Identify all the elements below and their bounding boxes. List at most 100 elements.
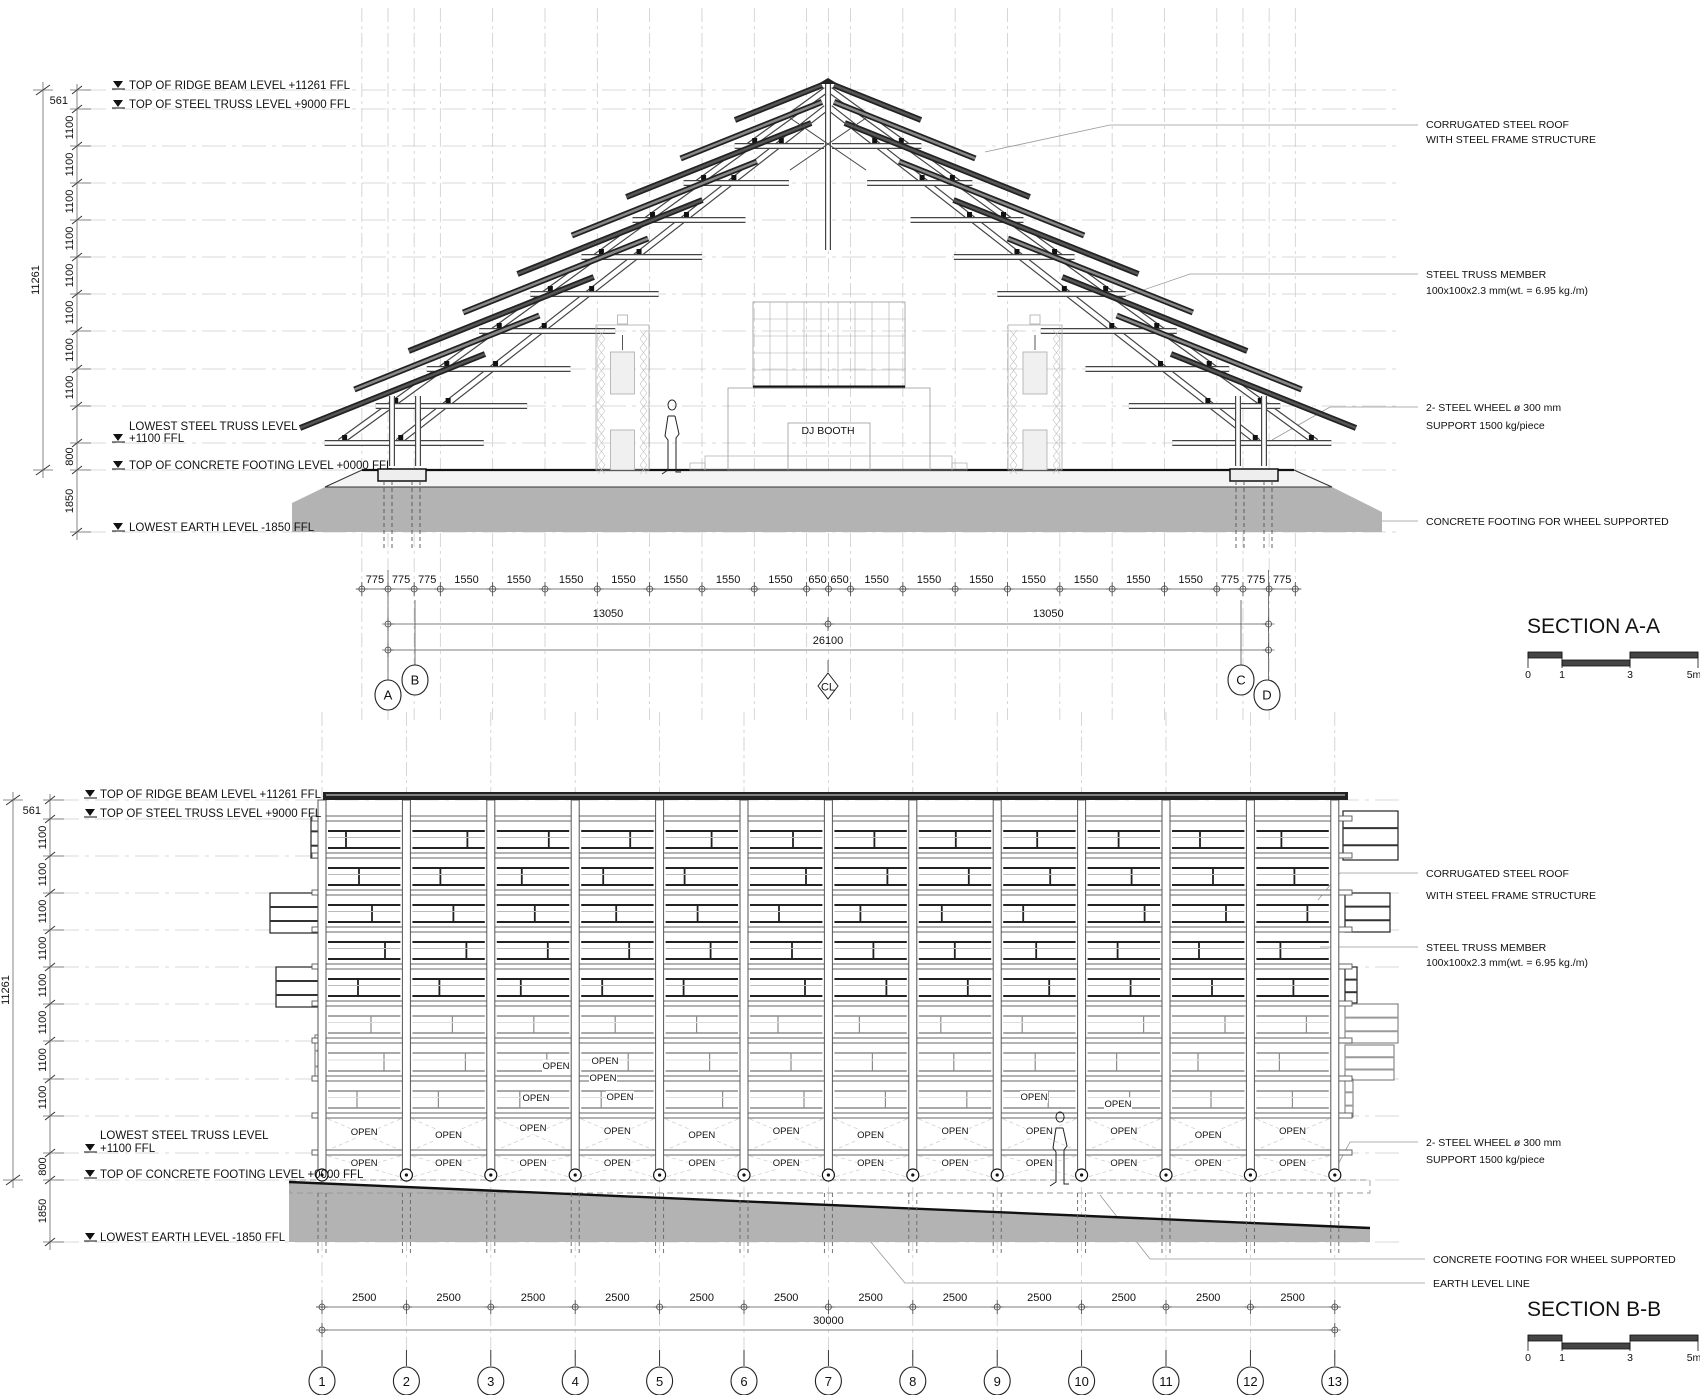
open-bay-brace <box>918 1118 992 1151</box>
tower-lattice <box>597 428 606 439</box>
tower-lattice <box>597 455 606 466</box>
corrugated-roof-panel-inner <box>517 198 703 276</box>
corrugated-roof-panel-inner <box>625 121 812 199</box>
truss-connector <box>752 138 758 143</box>
tower-lattice <box>597 446 606 457</box>
grid-bubble <box>374 679 402 711</box>
grid-bubble <box>401 664 429 696</box>
tower-lattice <box>597 464 606 475</box>
open-bay-label: OPEN <box>604 1126 631 1137</box>
open-label-bg <box>522 1092 550 1104</box>
open-bay-label: OPEN <box>1110 1126 1137 1137</box>
scale-segment <box>1629 651 1699 659</box>
wheel-hub <box>826 1173 831 1177</box>
level-marker-icon <box>85 1144 95 1151</box>
vertical-dimension-step: 1100 <box>64 153 76 177</box>
roof-ridge-beam <box>323 792 1348 800</box>
note-footing: CONCRETE FOOTING FOR WHEEL SUPPORTED <box>1426 516 1669 528</box>
open-bay-label: OPEN <box>688 1130 715 1141</box>
open-label-bg <box>606 1091 634 1103</box>
note-earth-line: EARTH LEVEL LINE <box>1433 1278 1530 1290</box>
frame-column <box>1077 799 1087 1171</box>
vertical-dimension-step: 1100 <box>64 338 76 362</box>
level-marker-icon <box>85 809 95 816</box>
open-label-bg <box>542 1060 570 1072</box>
truss-connector <box>1000 212 1006 217</box>
vertical-dimension-step: 1100 <box>64 227 76 251</box>
note-roof-line2: WITH STEEL FRAME STRUCTURE <box>1426 134 1596 146</box>
open-bay-brace <box>496 1118 570 1151</box>
tower-lattice <box>639 365 648 376</box>
grid-label-c: C <box>1236 673 1245 688</box>
vertical-dimension-step: 1100 <box>64 116 76 140</box>
dimension-value: 775 <box>1247 574 1265 586</box>
open-bay-brace <box>327 1118 401 1151</box>
grid-label-7: 7 <box>825 1374 832 1389</box>
open-label-bg <box>589 1072 617 1084</box>
open-bay-label: OPEN <box>607 1092 634 1103</box>
truss-connector <box>496 323 502 328</box>
person-figure <box>1049 1111 1069 1187</box>
open-label-bg <box>1278 1125 1307 1137</box>
open-bay-brace <box>327 1118 401 1151</box>
tower-lattice <box>639 464 648 475</box>
corrugated-roof-panel-inner <box>680 100 823 160</box>
tower-lattice <box>639 401 648 412</box>
vertical-dimension-step: 1100 <box>64 264 76 288</box>
frame-column <box>486 799 496 1171</box>
corrugated-roof-panel-inner <box>1170 352 1357 430</box>
truss-connector <box>1109 323 1115 328</box>
vertical-dimension-step: 1100 <box>37 937 49 961</box>
dimension-value: 2500 <box>436 1292 460 1304</box>
tower-lattice <box>639 455 648 466</box>
speaker-cabinet <box>1022 429 1048 471</box>
open-label-bg <box>519 1157 547 1169</box>
open-bay-label: OPEN <box>351 1127 378 1138</box>
grid-bubble <box>477 1366 505 1395</box>
corrugated-roof-panel-inner <box>953 198 1139 276</box>
level-lowest-truss-value: +1100 FFL <box>100 1143 156 1155</box>
open-bay-brace <box>581 1118 654 1151</box>
open-bay-brace <box>412 1118 485 1151</box>
dimension-value: 2500 <box>605 1292 629 1304</box>
open-bay-brace <box>1256 1118 1329 1151</box>
vertical-dimension-base: 800 <box>64 447 76 465</box>
note-leader-line <box>984 124 1418 153</box>
level-earth-label: LOWEST EARTH LEVEL -1850 FFL <box>129 522 315 534</box>
tower-lattice <box>639 437 648 448</box>
open-bay-label: OPEN <box>435 1158 462 1169</box>
truss-connector <box>547 286 553 291</box>
grid-label-10: 10 <box>1074 1374 1088 1389</box>
vertical-dimension-total: 11261 <box>0 975 12 1005</box>
open-bay-brace <box>581 1118 654 1151</box>
truss-connector <box>1257 398 1263 403</box>
wheel-hub <box>1164 1173 1168 1177</box>
open-label-bg <box>603 1157 632 1169</box>
vertical-dimension-top: 561 <box>50 95 68 107</box>
open-bay-label: OPEN <box>857 1130 884 1141</box>
open-label-bg <box>350 1126 379 1138</box>
truss-connector <box>398 435 404 440</box>
tower-lattice <box>597 365 606 376</box>
cantilever-panel <box>269 892 319 934</box>
tower-lattice <box>1009 437 1018 448</box>
cantilever-panel <box>275 966 319 1008</box>
truss-connector <box>1205 398 1211 403</box>
tower-lattice <box>1009 428 1018 439</box>
dimension-value: 775 <box>366 574 384 586</box>
dimension-value: 1550 <box>969 574 993 586</box>
open-bay-label: OPEN <box>773 1126 800 1137</box>
open-label-bg <box>434 1157 463 1169</box>
scale-segment <box>1527 651 1563 659</box>
open-bay-label: OPEN <box>1279 1126 1306 1137</box>
tower-lattice <box>597 401 606 412</box>
tower-lattice <box>1052 401 1061 412</box>
vertical-dimension-step: 1100 <box>37 900 49 924</box>
tower-lattice <box>1052 392 1061 403</box>
tower-lattice <box>597 437 606 448</box>
open-label-bg <box>1194 1129 1223 1141</box>
note-truss-line2: 100x100x2.3 mm(wt. = 6.95 kg./m) <box>1426 957 1588 969</box>
open-bay-label: OPEN <box>1026 1126 1053 1137</box>
